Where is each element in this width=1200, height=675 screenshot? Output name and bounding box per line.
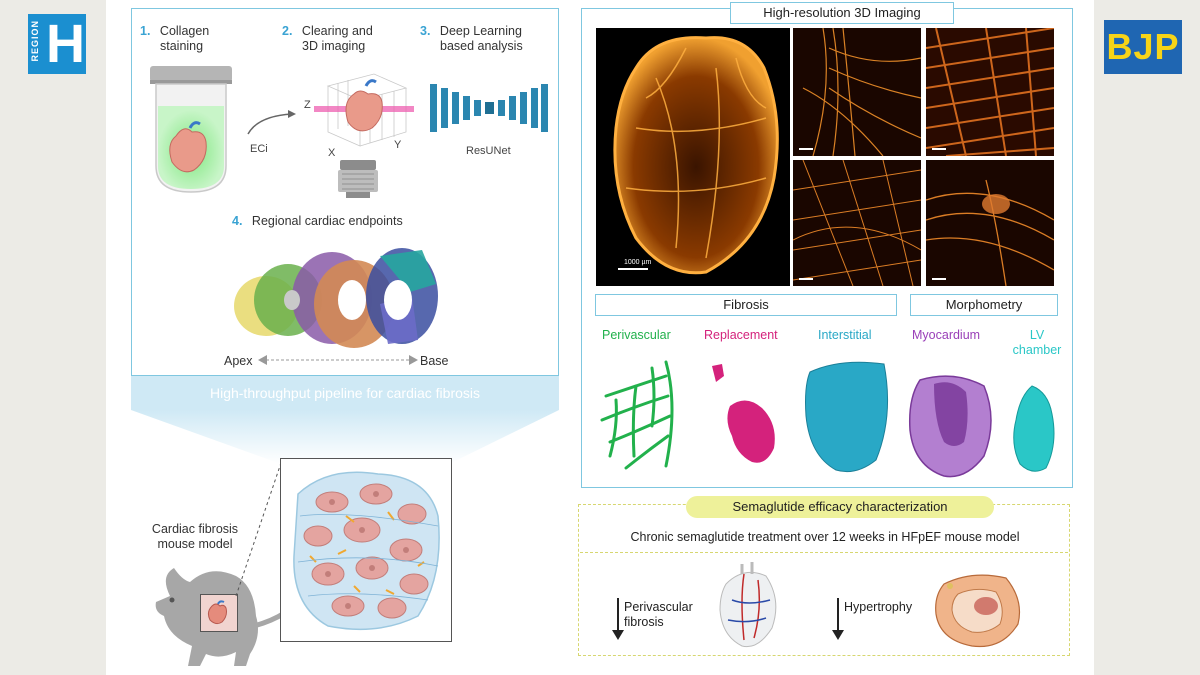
perivascular-segmentation: [600, 360, 674, 470]
replacement-segmentation: [712, 364, 775, 463]
morphometry-header: Morphometry: [910, 294, 1058, 316]
eci-arrow: [247, 110, 296, 135]
step-4-label: 4. Regional cardiac endpoints: [232, 214, 403, 229]
result-perivascular-line2: fibrosis: [624, 615, 664, 629]
step-1-line1: Collagen: [159, 24, 210, 38]
step-3-line1: Deep Learning: [439, 24, 522, 38]
mouse-model-label: Cardiac fibrosis mouse model: [140, 522, 250, 552]
step-4-line1: Regional cardiac endpoints: [251, 214, 403, 228]
bjp-logo: BJP: [1104, 20, 1182, 74]
resunet-label: ResUNet: [466, 145, 511, 157]
step-2-number: 2.: [282, 24, 293, 38]
step-4-number: 4.: [232, 214, 243, 228]
result-perivascular-line1: Perivascular: [624, 600, 693, 614]
regional-endpoints-illustration: [234, 248, 438, 348]
region-logo-mark: H: [46, 14, 85, 74]
apex-label: Apex: [224, 354, 253, 368]
perivascular-down-arrow: [612, 598, 624, 640]
mouse-model-line1: Cardiac fibrosis: [151, 522, 239, 536]
zoom-image-2: [926, 28, 1054, 156]
funnel-projection: [131, 376, 559, 464]
mouse-heart-icon: [207, 600, 227, 625]
eci-label: ECi: [250, 143, 268, 155]
region-h-logo: REGION H: [28, 14, 86, 74]
semaglutide-divider: [580, 552, 1068, 553]
segment-myocardium-label: Myocardium: [912, 328, 981, 342]
zoom-image-4: [926, 160, 1054, 286]
step-2-line1: Clearing and: [301, 24, 373, 38]
step-3-number: 3.: [420, 24, 431, 38]
segment-perivascular-label: Perivascular: [602, 328, 671, 342]
whole-heart-image: 1000 µm: [596, 28, 790, 286]
base-label: Base: [420, 354, 449, 368]
semaglutide-title: Semaglutide efficacy characterization: [686, 496, 994, 518]
fibrotic-tissue-illustration: [293, 471, 440, 631]
mouse-model-line2: mouse model: [157, 537, 233, 551]
pipeline-banner: High-throughput pipeline for cardiac fib…: [209, 385, 481, 401]
step-3-line2: based analysis: [440, 39, 523, 53]
zoom-image-1: [793, 28, 921, 156]
axis-y-label: Y: [394, 139, 402, 151]
apex-base-arrow: [258, 355, 418, 365]
pipeline-panel: [131, 8, 559, 376]
result-perivascular-label: Perivascular fibrosis: [624, 600, 693, 630]
hypertrophy-cross-section: [935, 574, 1021, 648]
hypertrophy-down-arrow: [832, 598, 844, 640]
segment-lv-line2: chamber: [1012, 343, 1062, 357]
fibrosis-header: Fibrosis: [595, 294, 897, 316]
segment-replacement-label: Replacement: [704, 328, 778, 342]
staining-tube-illustration: [150, 66, 232, 193]
step-2-line2: 3D imaging: [302, 39, 366, 53]
vascular-heart-illustration: [719, 562, 777, 648]
axis-z-label: Z: [304, 99, 311, 111]
region-logo-text: REGION: [30, 20, 40, 62]
segment-lv-line1: LV: [1029, 328, 1045, 342]
scale-bar-label: 1000 µm: [624, 259, 652, 266]
myocardium-segmentation: [908, 375, 992, 478]
result-hypertrophy-label: Hypertrophy: [844, 600, 913, 614]
objective-lens-illustration: [338, 160, 378, 198]
zoom-dashed-lines: [235, 459, 283, 597]
axis-x-label: X: [328, 147, 336, 159]
semaglutide-subtitle: Chronic semaglutide treatment over 12 we…: [630, 530, 1020, 544]
step-2-label: 2. Clearing and 3D imaging: [282, 24, 373, 54]
zoom-image-3: [793, 160, 921, 286]
segment-interstitial-label: Interstitial: [818, 328, 872, 342]
interstitial-segmentation: [805, 361, 889, 473]
resunet-network-icon: [430, 84, 548, 132]
step-1-line2: staining: [160, 39, 204, 53]
segment-lv-chamber-label: LV chamber: [1008, 328, 1066, 358]
step-1-number: 1.: [140, 24, 151, 38]
step-3-label: 3. Deep Learning based analysis: [420, 24, 523, 54]
lv-chamber-segmentation: [1013, 385, 1055, 472]
imaging-cube-illustration: [314, 73, 414, 147]
step-1-label: 1. Collagen staining: [140, 24, 209, 54]
imaging-title: High-resolution 3D Imaging: [730, 2, 954, 24]
